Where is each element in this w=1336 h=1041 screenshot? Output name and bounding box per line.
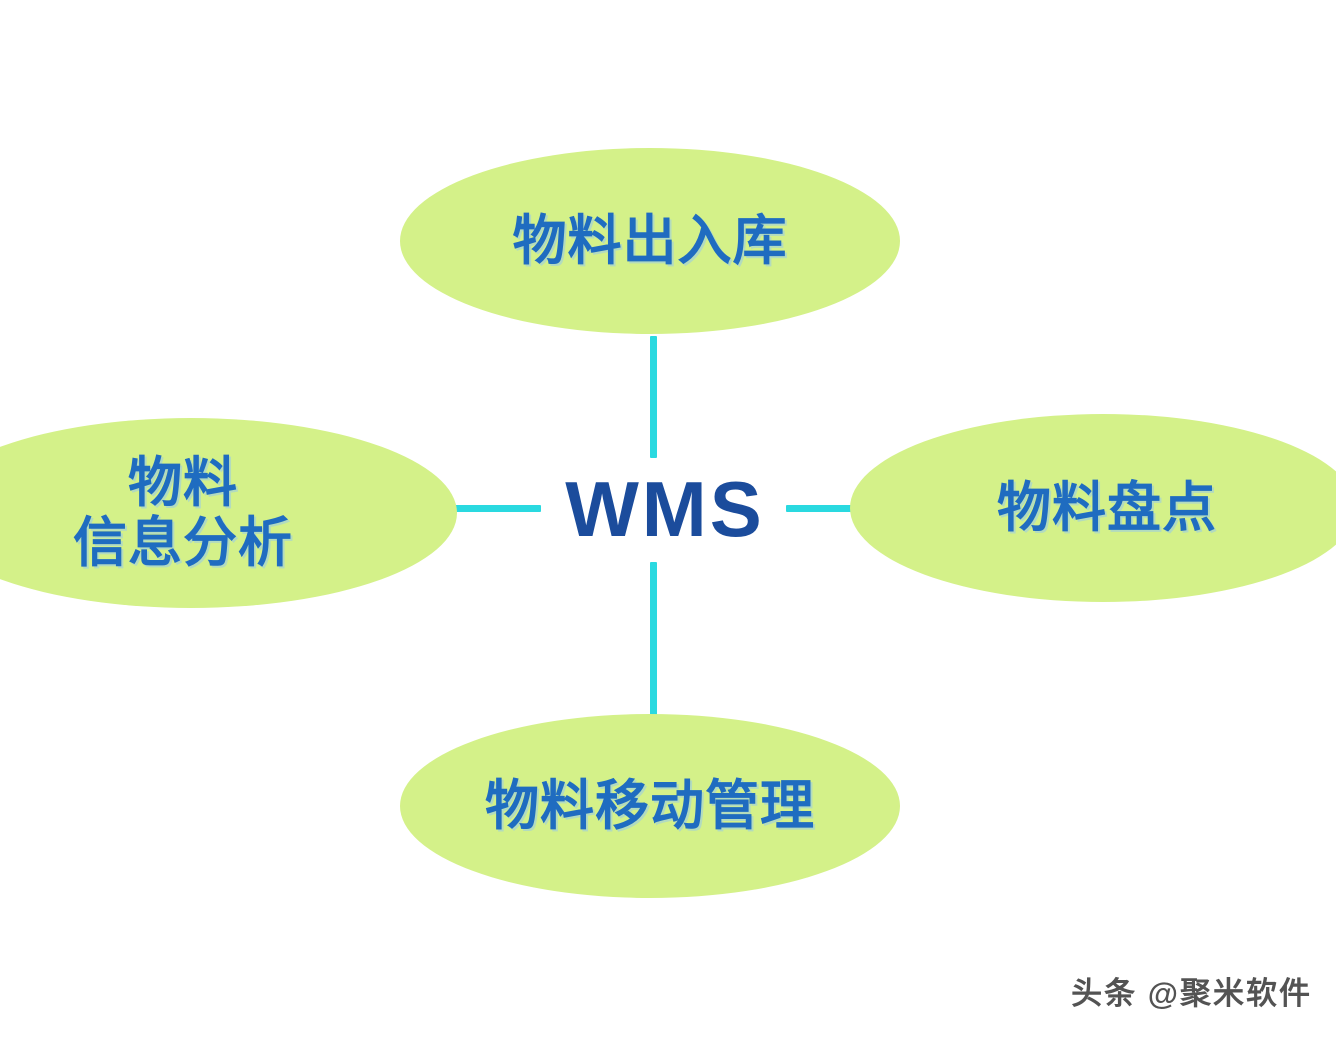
node-label-bottom: 物料移动管理 [485, 775, 815, 836]
connector-center-to-right [786, 505, 856, 512]
node-material-movement-management[interactable]: 物料移动管理 [400, 714, 900, 898]
watermark: 头条 @聚米软件 [1071, 976, 1312, 1011]
center-node-wms[interactable]: WMS [540, 455, 790, 563]
node-material-information-analysis[interactable]: 物料 信息分析 [0, 418, 457, 608]
connector-center-to-bottom [650, 562, 657, 716]
node-label-top: 物料出入库 [512, 210, 788, 271]
center-node-label: WMS [565, 465, 765, 553]
node-label-right: 物料盘点 [997, 477, 1217, 538]
node-material-inbound-outbound[interactable]: 物料出入库 [400, 148, 900, 334]
connector-center-to-left [455, 505, 541, 512]
node-label-left: 物料 信息分析 [73, 452, 293, 573]
connector-center-to-top [650, 336, 657, 458]
node-material-stocktaking[interactable]: 物料盘点 [850, 414, 1336, 602]
